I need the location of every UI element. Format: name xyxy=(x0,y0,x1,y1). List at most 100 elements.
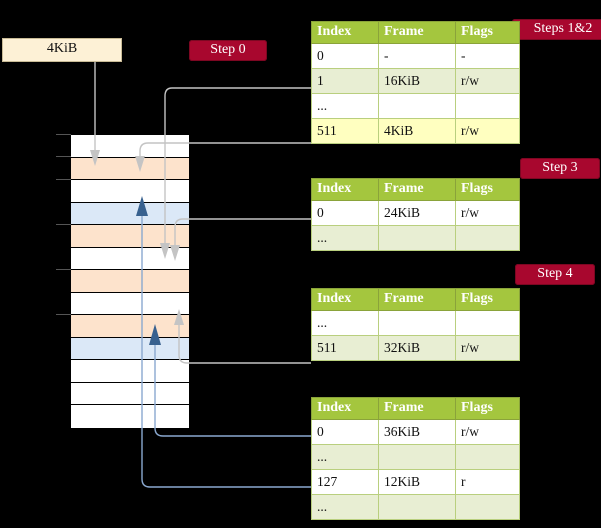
table-row: ... xyxy=(311,310,520,336)
memory-frame-row xyxy=(71,360,189,383)
wire-l0-4kib xyxy=(139,142,311,156)
cell-flags xyxy=(455,494,520,520)
cell-frame xyxy=(378,93,456,119)
memory-tick xyxy=(56,224,71,225)
memory-frame-row xyxy=(71,202,189,225)
wire-l3-36kib xyxy=(154,345,311,437)
column-header-index: Index xyxy=(311,288,379,311)
cell-index: ... xyxy=(311,494,379,520)
memory-tick xyxy=(56,179,71,180)
memory-tick xyxy=(56,269,71,270)
table-row: ... xyxy=(311,93,520,119)
column-header-index: Index xyxy=(311,178,379,201)
wire-l1-24kib xyxy=(174,218,311,245)
column-header-flags: Flags xyxy=(455,288,520,311)
cell-frame: 36KiB xyxy=(378,419,456,445)
cell-flags xyxy=(455,310,520,336)
table-row: ... xyxy=(311,444,520,470)
badge-step-0: Step 0 xyxy=(189,40,267,62)
arrowhead-l2-32kib xyxy=(174,309,184,325)
wire-l0-16kib xyxy=(164,87,311,243)
memory-frame-row xyxy=(71,135,189,158)
memory-frame-row xyxy=(71,270,189,293)
cell-flags xyxy=(455,225,520,251)
physical-memory-column xyxy=(70,134,190,428)
column-header-flags: Flags xyxy=(455,397,520,420)
cell-index: 0 xyxy=(311,419,379,445)
cell-frame xyxy=(378,494,456,520)
cell-index: 1 xyxy=(311,68,379,94)
memory-tick xyxy=(56,156,71,157)
column-header-frame: Frame xyxy=(378,397,456,420)
wire-l3-12kib xyxy=(141,215,311,488)
cell-flags: r/w xyxy=(455,118,520,144)
cell-frame xyxy=(378,225,456,251)
cell-frame: 24KiB xyxy=(378,200,456,226)
wire-l2-32kib xyxy=(178,325,311,364)
cell-frame: 16KiB xyxy=(378,68,456,94)
table-row: ... xyxy=(311,494,520,520)
badge-step-3: Step 3 xyxy=(520,158,600,180)
memory-frame-row xyxy=(71,157,189,180)
arrowhead-src-to-memory xyxy=(90,150,100,166)
cell-index: ... xyxy=(311,225,379,251)
memory-frame-row xyxy=(71,382,189,405)
column-header-flags: Flags xyxy=(455,21,520,44)
cell-index: 511 xyxy=(311,118,379,144)
arrowhead-l3-36kib xyxy=(149,324,161,345)
memory-frame-row xyxy=(71,292,189,315)
badge-step-4: Step 4 xyxy=(515,264,595,286)
cell-flags: r xyxy=(455,469,520,495)
memory-frame-row xyxy=(71,247,189,270)
memory-tick xyxy=(56,314,71,315)
cell-frame: 4KiB xyxy=(378,118,456,144)
cell-flags: r/w xyxy=(455,200,520,226)
source-frame-box: 4KiB xyxy=(2,38,122,62)
arrowhead-l0-4kib xyxy=(135,156,145,172)
cell-index: ... xyxy=(311,444,379,470)
memory-tick xyxy=(56,134,71,135)
cell-flags xyxy=(455,444,520,470)
cell-flags: r/w xyxy=(455,68,520,94)
cell-frame xyxy=(378,444,456,470)
cell-flags: r/w xyxy=(455,419,520,445)
badge-steps-1-2: Steps 1&2 xyxy=(512,19,601,41)
cell-flags xyxy=(455,93,520,119)
memory-frame-row xyxy=(71,225,189,248)
memory-frame-row xyxy=(71,405,189,428)
cell-index: ... xyxy=(311,310,379,336)
cell-frame: 12KiB xyxy=(378,469,456,495)
cell-index: 0 xyxy=(311,200,379,226)
arrowhead-l0-16kib xyxy=(160,243,170,259)
arrowhead-l1-24kib xyxy=(170,245,180,261)
cell-flags: - xyxy=(455,43,520,69)
cell-frame: 32KiB xyxy=(378,335,456,361)
cell-index: ... xyxy=(311,93,379,119)
column-header-frame: Frame xyxy=(378,178,456,201)
memory-frame-row xyxy=(71,180,189,203)
cell-flags: r/w xyxy=(455,335,520,361)
table-row: 0-- xyxy=(311,43,520,69)
cell-index: 127 xyxy=(311,469,379,495)
cell-index: 511 xyxy=(311,335,379,361)
cell-frame: - xyxy=(378,43,456,69)
arrowhead-l3-12kib xyxy=(136,196,148,216)
cell-frame xyxy=(378,310,456,336)
cell-index: 0 xyxy=(311,43,379,69)
memory-frame-row xyxy=(71,315,189,338)
column-header-index: Index xyxy=(311,21,379,44)
table-row: ... xyxy=(311,225,520,251)
column-header-frame: Frame xyxy=(378,288,456,311)
column-header-flags: Flags xyxy=(455,178,520,201)
